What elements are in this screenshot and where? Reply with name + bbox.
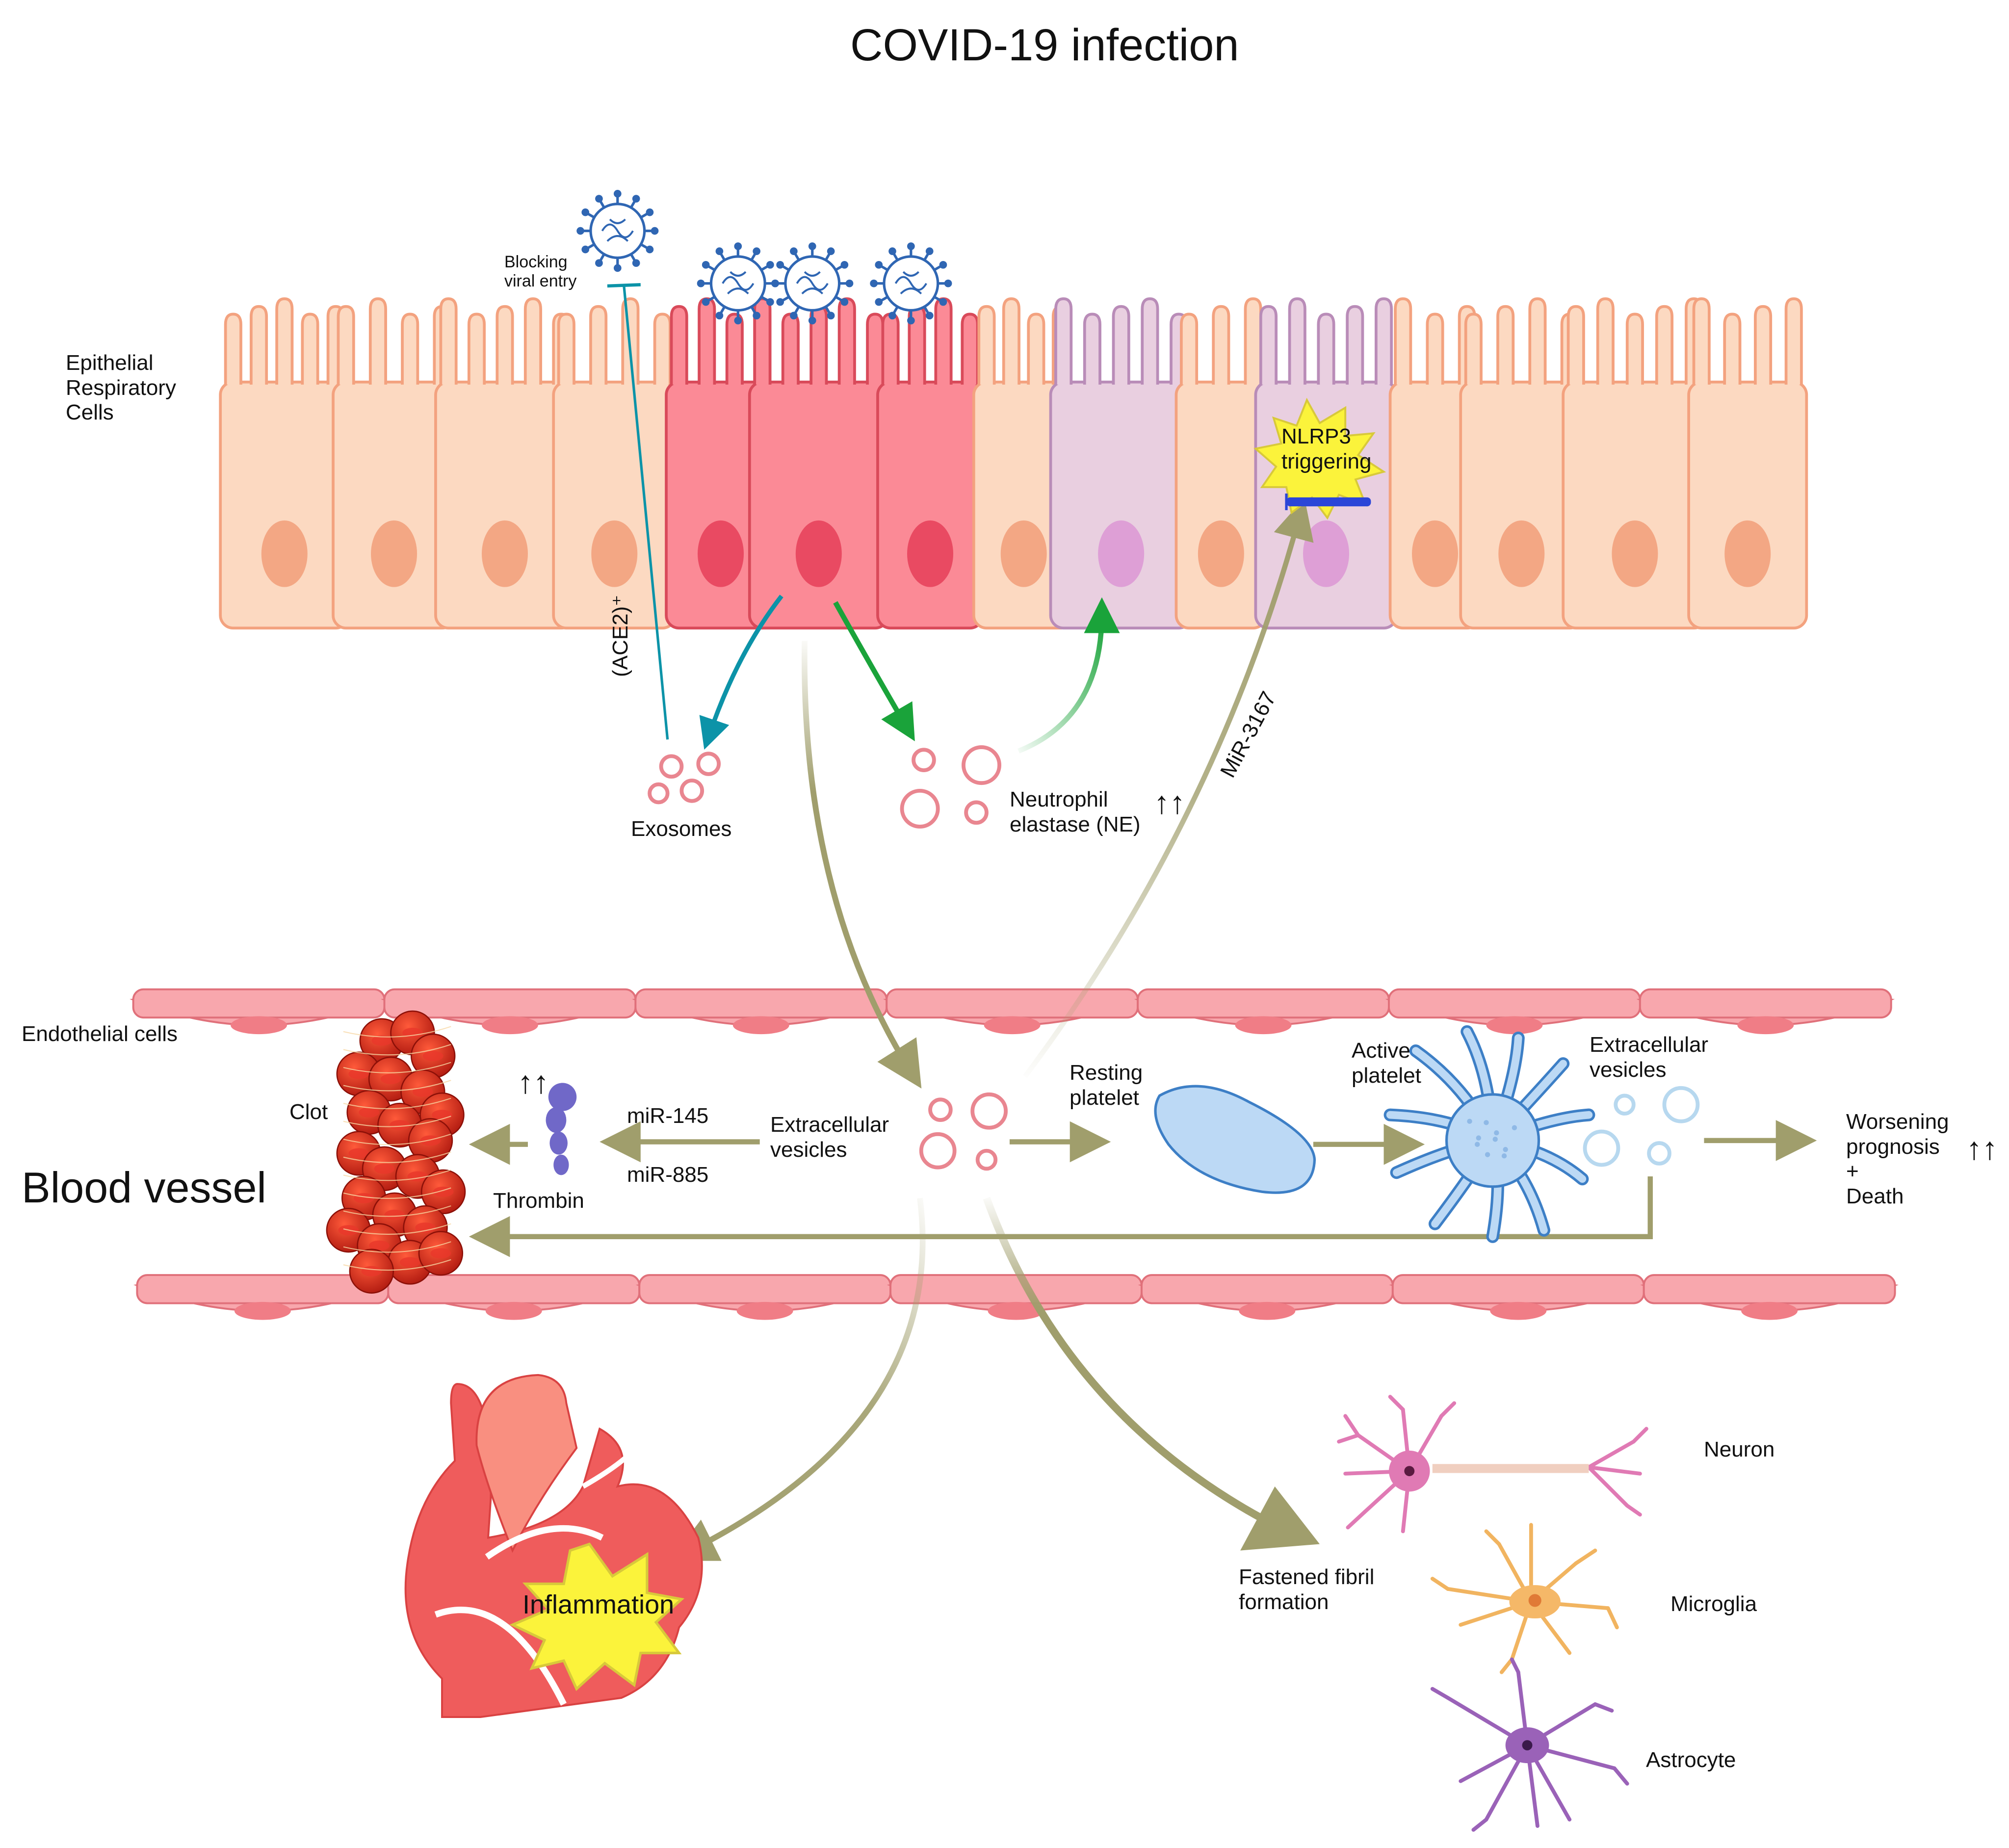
ace2-inhibition-line	[623, 286, 669, 740]
clot-illustration	[326, 1010, 466, 1294]
epithelial-cell	[1174, 297, 1268, 630]
endothelial-cell	[130, 988, 388, 1035]
active-platelet-icon	[1383, 1025, 1595, 1243]
vessel-top-wall	[130, 988, 1895, 1035]
vessel-bottom-wall	[133, 1274, 1899, 1320]
epithelial-cell	[1459, 297, 1584, 630]
endothelial-cell	[631, 988, 890, 1035]
endothelial-cell	[1640, 1274, 1899, 1320]
exosomes-vesicles	[648, 752, 721, 805]
epithelial-cell	[876, 297, 984, 630]
virus-icon	[771, 242, 854, 325]
astrocyte-illustration	[1430, 1657, 1629, 1832]
central-extracellular-vesicles	[919, 1092, 1008, 1171]
heart-illustration	[404, 1374, 703, 1718]
endothelial-cell	[1138, 1274, 1397, 1320]
endothelial-cell	[883, 988, 1142, 1035]
resting-platelet-icon	[1154, 1085, 1316, 1194]
epithelial-cell	[552, 297, 677, 630]
exosome-arrow	[699, 595, 783, 750]
endothelial-cell	[635, 1274, 894, 1320]
endothelial-cell	[887, 1274, 1146, 1320]
epithelial-cell	[1049, 297, 1193, 630]
arrows-group	[469, 283, 1817, 1561]
ne-to-cell-arrow	[1018, 597, 1120, 754]
endothelial-cell	[133, 1274, 392, 1320]
ev-to-clot-return-arrow	[469, 1176, 1653, 1257]
cell-to-ev-arrow	[801, 641, 922, 1089]
endothelial-cell	[1389, 1274, 1648, 1320]
endothelial-cell	[1134, 988, 1393, 1035]
neutrophil-arrow	[833, 601, 915, 741]
mir3167-arrow	[1023, 497, 1314, 1078]
ev-to-brain-arrow	[983, 1197, 1264, 1522]
epithelial-cell	[1562, 297, 1708, 630]
ev-to-heart-arrow	[670, 1197, 926, 1561]
virus-icon	[576, 190, 659, 272]
endothelial-cell	[1385, 988, 1644, 1035]
virus-icon	[697, 242, 779, 325]
inhibition-bar	[607, 283, 641, 288]
nlrp3-burst	[1253, 397, 1386, 520]
virus-icon	[870, 242, 952, 325]
epithelial-cell	[1687, 297, 1808, 630]
ne-vesicles	[900, 745, 1001, 829]
brain-arrowhead	[1240, 1486, 1320, 1551]
microglia-illustration	[1430, 1523, 1619, 1674]
virus-group	[576, 190, 952, 325]
epithelial-cell	[219, 297, 350, 630]
thrombin-icon	[546, 1083, 590, 1175]
epithelial-layer	[219, 297, 1808, 630]
endothelial-cell	[1636, 988, 1895, 1035]
endothelial-cell	[384, 1274, 643, 1320]
neuron-illustration	[1337, 1395, 1648, 1534]
epithelial-cell	[748, 297, 889, 630]
blue-extracellular-vesicles	[1583, 1086, 1700, 1167]
